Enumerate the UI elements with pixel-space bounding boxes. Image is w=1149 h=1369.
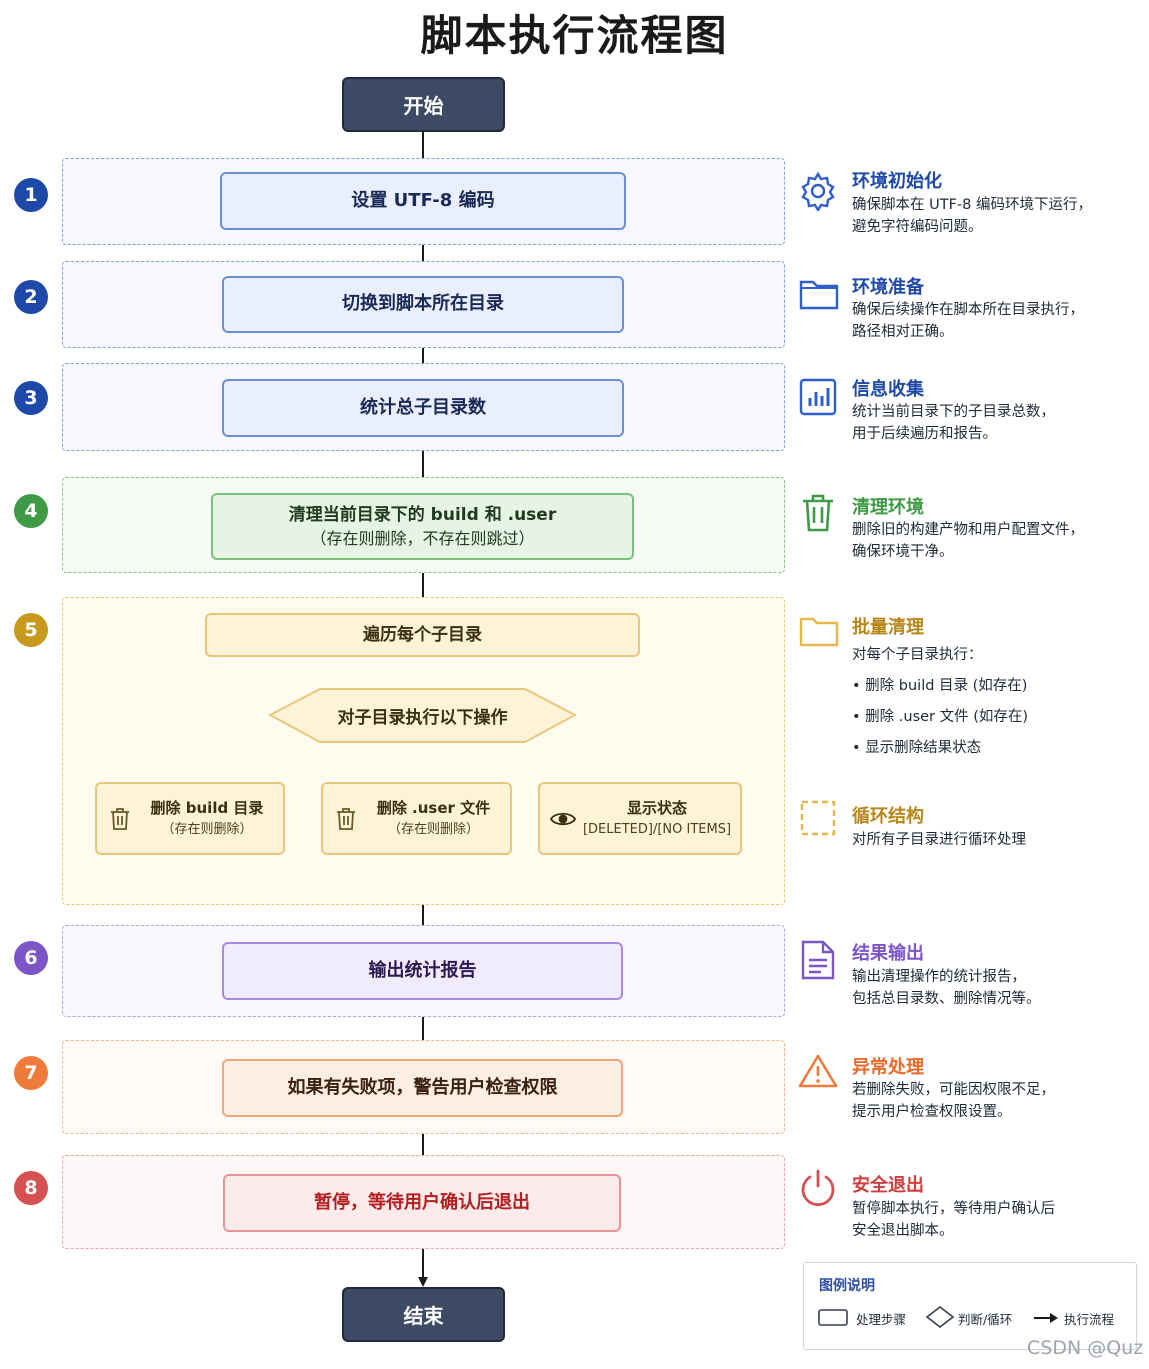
decision-label: 对子目录执行以下操作 [337,708,508,728]
step-number-7: 7 [14,1056,48,1090]
start-node: 开始 [342,77,505,132]
end-label: 结束 [403,1304,444,1328]
end-node: 结束 [342,1287,505,1342]
loop-label: 遍历每个子目录 [363,624,482,645]
note-2-desc-2: 路径相对正确。 [852,324,954,340]
note-5-bullet-1: • 删除 build 目录 (如存在) [852,678,1028,694]
note-7-desc-1: 输出清理操作的统计报告， [852,969,1026,985]
step-6-node: 输出统计报告 [222,942,623,1000]
step-number-6: 6 [14,941,48,975]
warning-icon [798,1053,838,1093]
note-7-desc-2: 包括总目录数、删除情况等。 [852,991,1041,1007]
step-number-3: 3 [14,381,48,415]
step-number-8: 8 [14,1171,48,1205]
legend-item-flow: 执行流程 [1064,1312,1115,1327]
document-icon [801,940,835,984]
step-4-label-line1: 清理当前目录下的 build 和 .user [288,504,557,525]
folder-icon [799,613,839,653]
decision-shape [268,688,577,743]
sub-op-2-title: 删除 .user 文件 [376,799,491,818]
power-icon [799,1168,837,1212]
note-4-desc-1: 删除旧的构建产物和用户配置文件， [852,522,1084,538]
note-9-desc-2: 安全退出脚本。 [852,1223,954,1239]
step-1-label: 设置 UTF-8 编码 [351,189,495,211]
eye-icon [540,810,580,828]
sub-op-2-note: （存在则删除） [387,822,479,838]
rectangle-icon [818,1309,848,1331]
sub-op-3-title: 显示状态 [626,799,687,818]
step-4-node: 清理当前目录下的 build 和 .user （存在则删除，不存在则跳过） [211,493,634,560]
sub-op-1-title: 删除 build 目录 [150,799,264,818]
sub-op-delete-user: 删除 .user 文件 （存在则删除） [321,782,512,855]
sub-op-show-status: 显示状态 [DELETED]/[NO ITEMS] [538,782,742,855]
step-3-node: 统计总子目录数 [222,379,624,437]
sub-op-1-note: （存在则删除） [161,822,253,838]
note-3-desc-1: 统计当前目录下的子目录总数， [852,404,1055,420]
legend-item-decision: 判断/循环 [958,1312,1013,1327]
step-8-node: 暂停，等待用户确认后退出 [223,1174,621,1232]
loop-node: 遍历每个子目录 [205,613,640,657]
trash-icon [801,494,835,536]
note-1-desc-2: 避免字符编码问题。 [852,219,983,235]
folder-icon [799,276,839,316]
note-2-desc-1: 确保后续操作在脚本所在目录执行， [852,302,1084,318]
note-9-desc-1: 暂停脚本执行，等待用户确认后 [852,1201,1055,1217]
legend-item-process: 处理步骤 [856,1312,907,1327]
start-label: 开始 [403,94,444,118]
watermark-text: CSDN @Quz [1027,1337,1144,1359]
note-5-title: 批量清理 [852,617,924,638]
step-3-label: 统计总子目录数 [360,396,486,418]
note-5-desc-1: 对每个子目录执行： [852,647,983,663]
note-4-title: 清理环境 [852,497,924,518]
note-3-title: 信息收集 [852,379,924,400]
trash-icon [97,807,137,831]
sub-op-3-note: [DELETED]/[NO ITEMS] [582,822,732,838]
step-1-node: 设置 UTF-8 编码 [220,172,626,230]
note-4-desc-2: 确保环境干净。 [852,544,954,560]
page-title: 脚本执行流程图 [420,11,729,60]
step-4-label-line2: （存在则删除，不存在则跳过） [310,529,535,549]
step-8-label: 暂停，等待用户确认后退出 [314,1191,530,1213]
note-5-bullet-3: • 显示删除结果状态 [852,740,982,756]
note-9-title: 安全退出 [852,1175,924,1196]
note-5-bullet-2: • 删除 .user 文件 (如存在) [852,709,1029,725]
step-2-node: 切换到脚本所在目录 [222,276,624,333]
note-8-desc-1: 若删除失败，可能因权限不足， [852,1082,1055,1098]
note-3-desc-2: 用于后续遍历和报告。 [852,426,997,442]
note-8-desc-2: 提示用户检查权限设置。 [852,1104,1012,1120]
step-7-label: 如果有失败项，警告用户检查权限 [287,1076,558,1098]
step-number-4: 4 [14,494,48,528]
dashed-square-icon [800,800,836,840]
gear-icon [798,171,838,215]
note-1-title: 环境初始化 [852,171,942,192]
step-number-1: 1 [14,178,48,212]
legend-box [803,1262,1137,1350]
step-2-label: 切换到脚本所在目录 [342,293,504,315]
arrow-right-icon [1033,1310,1059,1329]
legend-title: 图例说明 [819,1278,875,1294]
step-6-label: 输出统计报告 [368,959,477,981]
step-7-node: 如果有失败项，警告用户检查权限 [222,1059,623,1117]
note-2-title: 环境准备 [852,277,924,298]
step-number-2: 2 [14,280,48,314]
note-1-desc-1: 确保脚本在 UTF-8 编码环境下运行， [852,197,1092,213]
sub-op-delete-build: 删除 build 目录 （存在则删除） [95,782,285,855]
note-7-title: 结果输出 [852,943,924,964]
note-6-desc-1: 对所有子目录进行循环处理 [852,832,1026,848]
step-number-5: 5 [14,613,48,647]
bar-chart-icon [799,378,837,420]
diamond-icon [925,1305,955,1332]
trash-icon [323,807,363,831]
note-6-title: 循环结构 [852,806,924,827]
note-8-title: 异常处理 [852,1057,924,1078]
